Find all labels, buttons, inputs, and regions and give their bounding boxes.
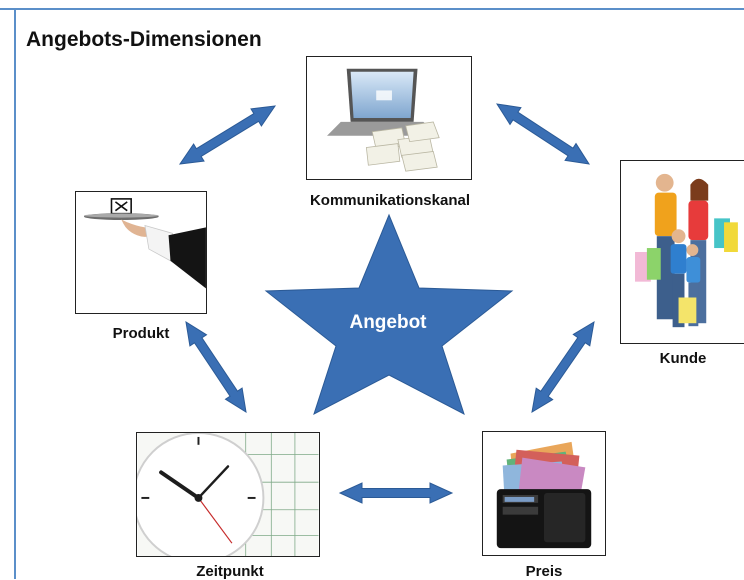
arrow-kommunikationskanal-kunde xyxy=(495,103,591,165)
arrow-produkt-zeitpunkt xyxy=(185,320,247,414)
kunde-label: Kunde xyxy=(659,350,707,367)
preis-image xyxy=(482,431,606,556)
kommunikationskanal-image xyxy=(306,56,472,180)
produkt-label: Produkt xyxy=(112,325,170,342)
center-star xyxy=(264,213,514,416)
produkt-image xyxy=(75,191,207,314)
kunde-image xyxy=(620,160,744,344)
zeitpunkt-label: Zeitpunkt xyxy=(196,563,264,580)
arrow-kunde-preis xyxy=(531,321,595,413)
serving-tray-icon xyxy=(76,192,206,313)
wallet-with-banknotes-icon xyxy=(483,432,605,555)
slide-title: Angebots-Dimensionen xyxy=(26,28,262,51)
frame-left-line xyxy=(14,8,16,579)
frame-top-line xyxy=(0,8,744,10)
clock-and-calendar-icon xyxy=(137,433,319,556)
laptop-with-envelopes-icon xyxy=(307,57,471,179)
arrow-zeitpunkt-preis xyxy=(338,482,454,504)
kommunikationskanal-label: Kommunikationskanal xyxy=(309,192,471,209)
arrow-produkt-kommunikationskanal xyxy=(178,105,277,165)
family-with-shopping-bags-icon xyxy=(621,161,744,343)
center-label: Angebot xyxy=(349,312,427,333)
zeitpunkt-image xyxy=(136,432,320,557)
preis-label: Preis xyxy=(525,563,563,580)
